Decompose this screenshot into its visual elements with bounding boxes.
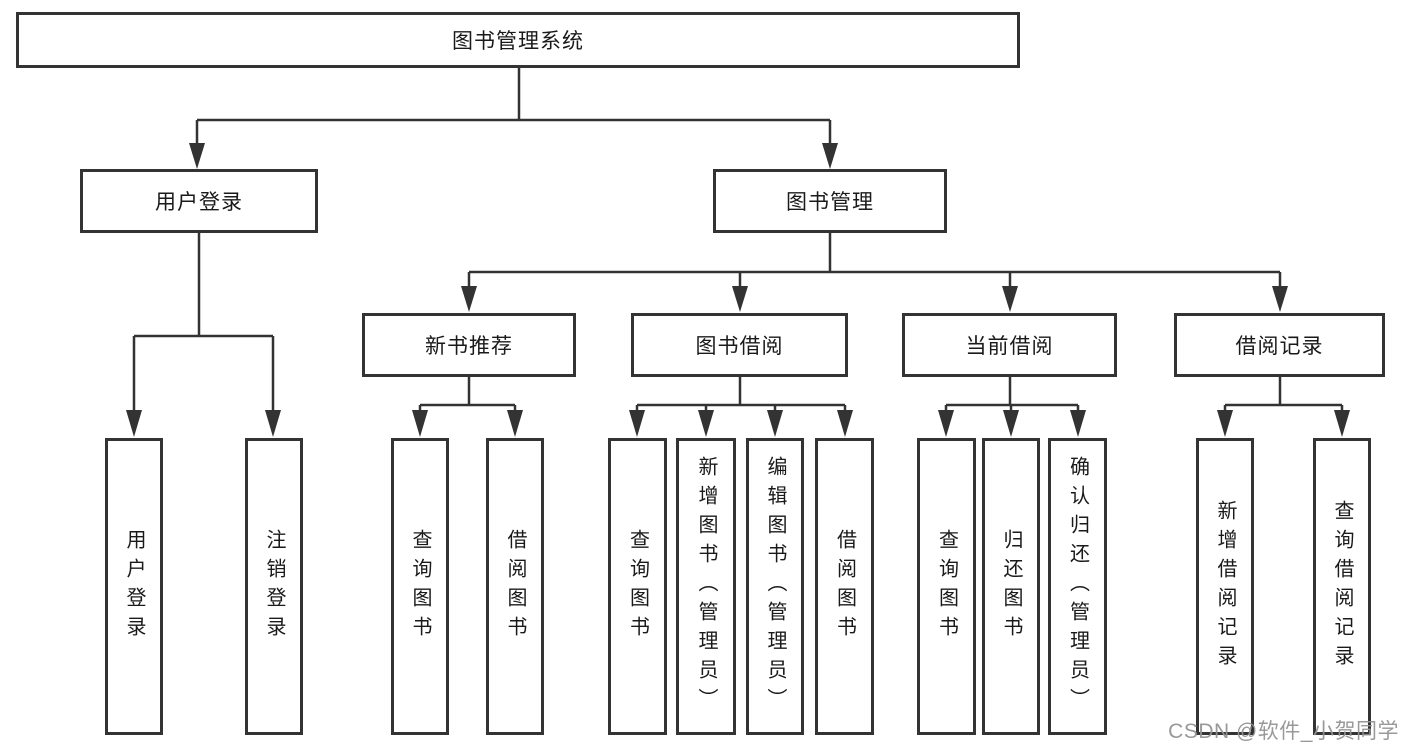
leaf-borrowing-add-books-admin-label: 新增图书（管理员） — [695, 456, 717, 717]
arrow-icon — [938, 410, 954, 437]
arrow-icon — [461, 286, 477, 312]
node-user-login: 用户登录 — [80, 169, 318, 233]
edge-userlogin-to-leaves — [132, 233, 275, 412]
arrowheads — [126, 143, 1350, 437]
arrow-icon — [412, 410, 428, 437]
leaf-records-query-record-label: 查询借阅记录 — [1331, 499, 1353, 674]
leaf-logout-label: 注销登录 — [263, 528, 285, 645]
arrow-icon — [698, 410, 714, 437]
arrow-icon — [265, 410, 281, 437]
arrow-icon — [1002, 286, 1018, 312]
arrow-icon — [1070, 410, 1086, 437]
arrow-icon — [732, 286, 748, 312]
node-new-book-recommend-label: 新书推荐 — [425, 335, 513, 358]
leaf-user-login-label: 用户登录 — [123, 528, 145, 645]
node-book-management: 图书管理 — [713, 169, 947, 233]
arrow-icon — [1217, 410, 1233, 437]
leaf-current-return-books-label: 归还图书 — [1000, 528, 1022, 645]
arrow-icon — [837, 410, 853, 437]
leaf-borrowing-borrow-books-label: 借阅图书 — [833, 528, 856, 645]
leaf-borrowing-edit-books-admin: 编辑图书（管理员） — [746, 438, 804, 735]
leaf-current-return-books: 归还图书 — [982, 438, 1040, 735]
node-book-borrowing-label: 图书借阅 — [695, 335, 784, 358]
leaf-records-add-record: 新增借阅记录 — [1196, 438, 1254, 735]
arrow-icon — [189, 143, 205, 169]
leaf-newbook-borrow-books-label: 借阅图书 — [504, 528, 526, 645]
node-book-borrowing: 图书借阅 — [631, 313, 848, 377]
node-root: 图书管理系统 — [16, 12, 1020, 68]
node-book-management-label: 图书管理 — [786, 191, 874, 214]
leaf-borrowing-edit-books-admin-label: 编辑图书（管理员） — [764, 456, 786, 717]
leaf-current-query-books-label: 查询图书 — [935, 528, 958, 645]
leaf-borrowing-add-books-admin: 新增图书（管理员） — [676, 438, 736, 735]
csdn-watermark: CSDN @软件_小贺同学 — [1168, 720, 1399, 743]
leaf-logout: 注销登录 — [245, 438, 303, 735]
edge-root-to-level2 — [195, 68, 832, 146]
edge-bookmgmt-to-level3 — [467, 233, 1282, 288]
leaf-borrowing-query-books: 查询图书 — [608, 438, 667, 735]
leaf-records-add-record-label: 新增借阅记录 — [1214, 499, 1236, 674]
arrow-icon — [1334, 410, 1350, 437]
leaf-current-query-books: 查询图书 — [917, 438, 976, 735]
leaf-newbook-borrow-books: 借阅图书 — [486, 438, 544, 735]
node-new-book-recommend: 新书推荐 — [362, 313, 576, 377]
edge-current-to-leaves — [944, 377, 1080, 412]
edge-newbook-to-leaves — [418, 377, 517, 412]
leaf-newbook-query-books-label: 查询图书 — [409, 528, 431, 645]
leaf-newbook-query-books: 查询图书 — [391, 438, 449, 735]
leaf-user-login: 用户登录 — [105, 438, 163, 735]
node-root-label: 图书管理系统 — [452, 30, 584, 53]
leaf-borrowing-query-books-label: 查询图书 — [626, 528, 649, 645]
arrow-icon — [507, 410, 523, 437]
leaf-current-confirm-return-admin-label: 确认归还（管理员） — [1066, 456, 1089, 717]
arrow-icon — [629, 410, 645, 437]
node-current-borrowing: 当前借阅 — [902, 313, 1117, 377]
leaf-records-query-record: 查询借阅记录 — [1313, 438, 1371, 735]
edge-records-to-leaves — [1223, 377, 1344, 412]
arrow-icon — [822, 143, 838, 169]
arrow-icon — [767, 410, 783, 437]
node-current-borrowing-label: 当前借阅 — [965, 335, 1054, 358]
node-borrow-records: 借阅记录 — [1174, 313, 1385, 377]
arrow-icon — [126, 410, 142, 437]
node-user-login-label: 用户登录 — [155, 191, 243, 214]
node-borrow-records-label: 借阅记录 — [1235, 335, 1324, 358]
leaf-current-confirm-return-admin: 确认归还（管理员） — [1048, 438, 1107, 735]
arrow-icon — [1003, 410, 1019, 437]
leaf-borrowing-borrow-books: 借阅图书 — [815, 438, 874, 735]
edge-borrowing-to-leaves — [635, 377, 847, 412]
arrow-icon — [1272, 286, 1288, 312]
